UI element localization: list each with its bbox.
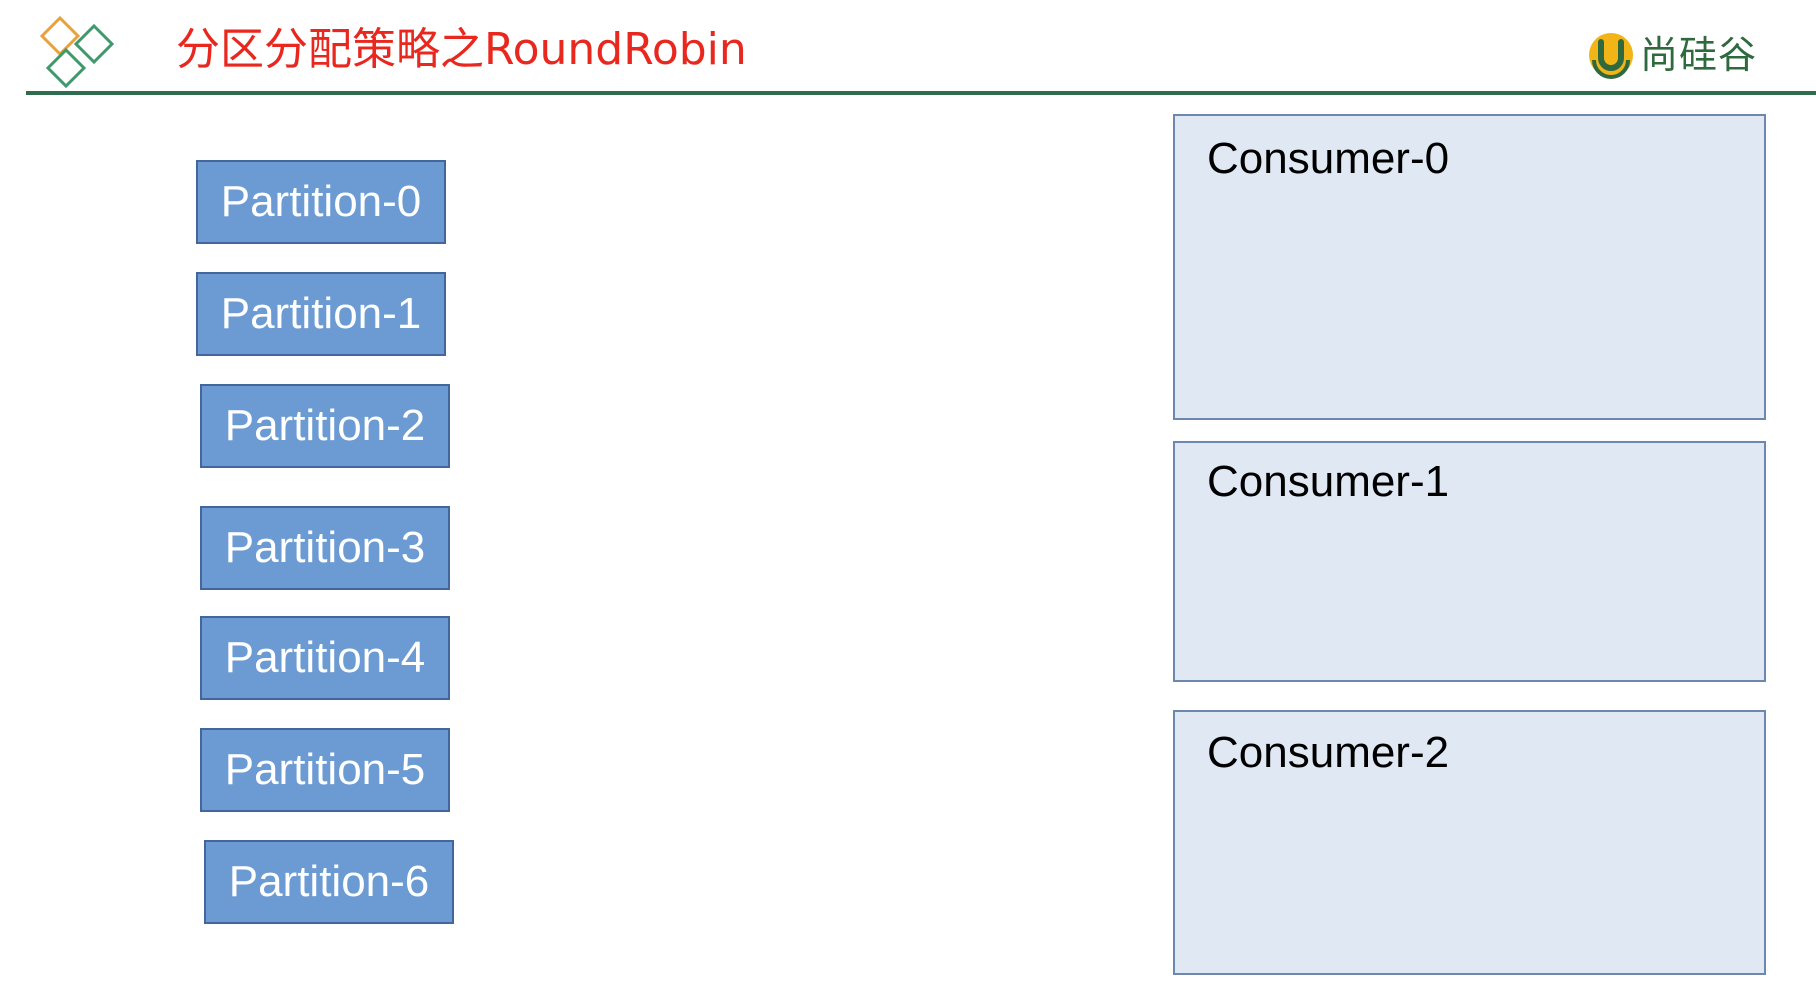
brand-logo: 尚硅谷: [1586, 28, 1757, 82]
partition-box: Partition-0: [196, 160, 446, 244]
slide-title: 分区分配策略之RoundRobin: [176, 24, 747, 75]
partition-box: Partition-2: [200, 384, 450, 468]
partition-box: Partition-5: [200, 728, 450, 812]
consumer-label: Consumer-0: [1207, 134, 1450, 183]
brand-name: 尚硅谷: [1640, 33, 1758, 77]
partition-box: Partition-3: [200, 506, 450, 590]
consumer-box: Consumer-0: [1173, 114, 1766, 420]
consumer-box: Consumer-1: [1173, 441, 1766, 682]
u-brand-icon: [1589, 33, 1633, 79]
header-rule: [26, 91, 1816, 95]
partition-box: Partition-6: [204, 840, 454, 924]
diamond-logo-icon: [39, 15, 115, 89]
consumer-box: Consumer-2: [1173, 710, 1766, 975]
partition-box: Partition-4: [200, 616, 450, 700]
partition-box: Partition-1: [196, 272, 446, 356]
consumer-label: Consumer-1: [1207, 457, 1450, 506]
consumer-label: Consumer-2: [1207, 728, 1450, 777]
